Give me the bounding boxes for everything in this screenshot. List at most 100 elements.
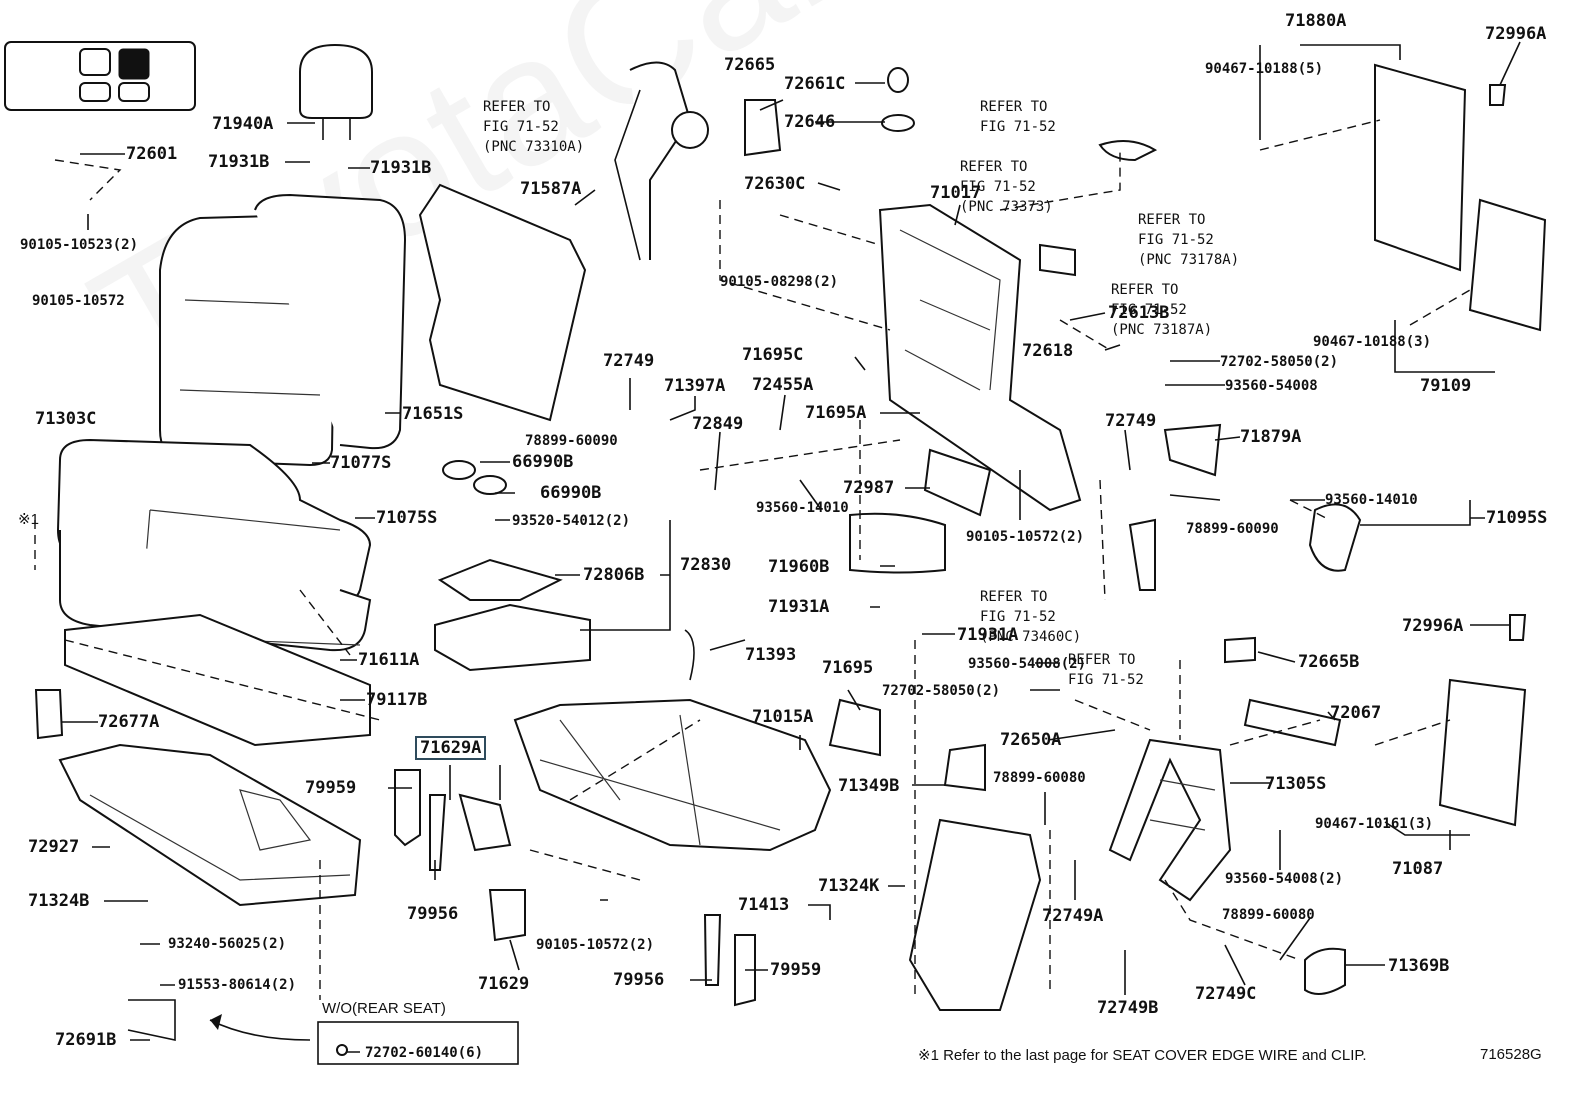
label-78899-60080-mid: 78899-60080: [993, 770, 1086, 786]
label-72806b: 72806B: [583, 565, 645, 585]
label-72702-58050-right: 72702-58050(2): [1220, 354, 1339, 370]
label-90105-10523: 90105-10523(2): [20, 237, 139, 253]
headrest-left: [299, 43, 373, 140]
seat-cushion: [56, 438, 372, 652]
label-79959-b: 79959: [770, 960, 822, 980]
label-79109: 79109: [1420, 376, 1472, 396]
label-79117b: 79117B: [366, 690, 428, 710]
part-ref-73373: [1098, 140, 1158, 162]
part-72806b: [437, 558, 563, 601]
label-71931a-right: 71931A: [957, 625, 1019, 645]
label-66990b-b: 66990B: [540, 483, 602, 503]
label-72749c: 72749C: [1195, 984, 1257, 1004]
label-71611a: 71611A: [358, 650, 420, 670]
label-90105-08298: 90105-08298(2): [720, 274, 839, 290]
drawing-id: 716528G: [1480, 1046, 1542, 1063]
label-93520-54012: 93520-54012(2): [512, 513, 631, 529]
label-71587a: 71587A: [520, 179, 582, 199]
headrest-71960b: [849, 512, 946, 574]
arrow-head: [210, 1014, 222, 1030]
part-71095s: [1308, 503, 1362, 572]
label-79959-a: 79959: [305, 778, 357, 798]
label-72455a: 72455A: [752, 375, 814, 395]
wire-71393: [684, 629, 695, 681]
label-71324b: 71324B: [28, 891, 90, 911]
label-90105-10572-mid: 90105-10572(2): [966, 529, 1085, 545]
label-71879a: 71879A: [1240, 427, 1302, 447]
part-72987: [923, 448, 992, 517]
label-71303c: 71303C: [35, 409, 97, 429]
cushion-pad: [64, 613, 371, 747]
label-71880a: 71880A: [1285, 11, 1347, 31]
label-71695c: 71695C: [742, 345, 804, 365]
part-71349b: [943, 743, 986, 792]
label-72749-right: 72749: [1105, 411, 1157, 431]
label-71397a: 71397A: [664, 376, 726, 396]
trim-cover-small: [34, 689, 64, 740]
label-90105-10572-left: 90105-10572: [32, 293, 125, 309]
label-71015a: 71015A: [752, 707, 814, 727]
seat-back-left: [159, 193, 407, 467]
label-90467-10188-3: 90467-10188(3): [1313, 334, 1432, 350]
part-71369b: [1304, 947, 1346, 995]
label-79956-b: 79956: [613, 970, 665, 990]
label-72996a-top: 72996A: [1485, 24, 1547, 44]
part-72665b: [1224, 636, 1256, 664]
seat-tray: [58, 743, 362, 907]
wo-rear-seat-label: W/O(REAR SEAT): [322, 1000, 446, 1017]
label-72987: 72987: [843, 478, 895, 498]
label-71651s: 71651S: [402, 404, 464, 424]
seat-frame-71305s: [1108, 738, 1232, 902]
label-71077s: 71077S: [330, 453, 392, 473]
cover-79959-a: [394, 769, 421, 847]
marker-note-symbol: ※1: [18, 511, 39, 528]
label-71324k: 71324K: [818, 876, 880, 896]
label-72749-left: 72749: [603, 351, 655, 371]
label-71413: 71413: [738, 895, 790, 915]
label-72691b: 72691B: [55, 1030, 117, 1050]
label-72646: 72646: [784, 112, 836, 132]
label-78899-60090-right: 78899-60090: [1186, 521, 1279, 537]
seat-belt: [614, 61, 709, 261]
seat-back-frame: [878, 203, 1082, 512]
label-72702-58050-mid: 72702-58050(2): [882, 683, 1001, 699]
cover-79956-b: [703, 914, 722, 986]
seat-belt-buckle: [1128, 518, 1156, 591]
part-71879a: [1163, 423, 1222, 477]
label-71629a[interactable]: 71629A: [414, 736, 487, 760]
cup-66990b-b: [473, 475, 507, 495]
part-ref-73187a: [1039, 243, 1076, 277]
label-72702-60140: 72702-60140(6): [365, 1045, 484, 1061]
label-93560-14010-right: 93560-14010: [1325, 492, 1418, 508]
footnote: ※1 Refer to the last page for SEAT COVER…: [918, 1047, 1367, 1064]
label-72927: 72927: [28, 837, 80, 857]
label-93560-54008-right: 93560-54008: [1225, 378, 1318, 394]
bracket-72691b: [127, 999, 176, 1041]
seat-back-board: [418, 183, 587, 422]
label-93560-14010-mid: 93560-14010: [756, 500, 849, 516]
label-78899-60080-right: 78899-60080: [1222, 907, 1315, 923]
label-71349b: 71349B: [838, 776, 900, 796]
label-71393: 71393: [745, 645, 797, 665]
label-72996a-bottom: 72996A: [1402, 616, 1464, 636]
label-71095s: 71095S: [1486, 508, 1548, 528]
label-71369b: 71369B: [1388, 956, 1450, 976]
bracket-71695: [828, 698, 881, 757]
label-71931b-left: 71931B: [208, 152, 270, 172]
cup-66990b-a: [442, 460, 476, 480]
label-93240-56025: 93240-56025(2): [168, 936, 287, 952]
cover-71629: [488, 889, 526, 942]
seat-cushion-frame: [513, 698, 832, 852]
arrow-curve: [209, 1019, 311, 1041]
label-72749a: 72749A: [1042, 906, 1104, 926]
part-72665: [744, 99, 782, 157]
cover-79956-a: [429, 794, 447, 871]
label-79956-a: 79956: [407, 904, 459, 924]
label-72650a: 72650A: [1000, 730, 1062, 750]
